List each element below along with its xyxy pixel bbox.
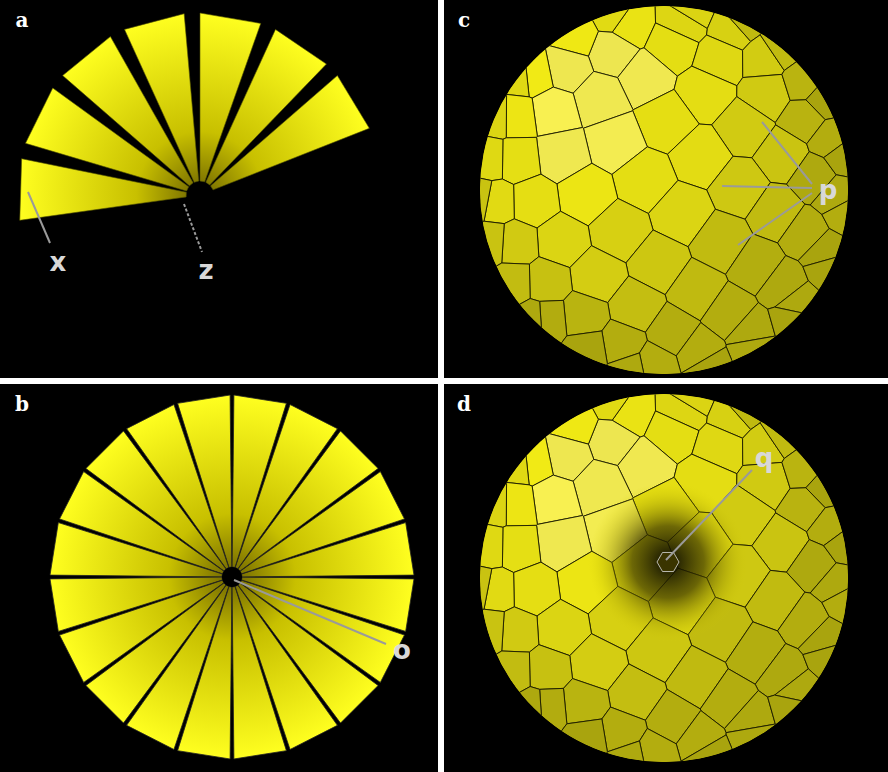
sphere-face [768,695,853,767]
disc-wedge [50,523,222,577]
leader-line [722,186,812,188]
callout-letter: p [819,177,838,203]
sphere-face [475,76,507,139]
sphere-face [726,724,805,767]
leader-line [184,204,202,252]
sphere-face [475,134,503,181]
sphere-face [806,48,853,120]
wedge-fan [20,13,370,220]
callout-letter: x [50,249,67,275]
leader-line [762,122,812,184]
sphere-face [600,741,645,767]
pit-opening [657,552,679,571]
sphere-face [600,353,645,379]
cone-wedge [211,76,370,190]
sphere-face [475,651,530,717]
disc-wedge [242,577,414,631]
leader-lines [28,122,812,644]
sphere-face [475,687,544,767]
disc-wedge [232,395,286,567]
sphere-face [806,436,853,508]
sphere-face [537,331,608,379]
sphere-face [540,688,567,754]
sphere-face [475,299,544,379]
sphere-face [760,389,853,458]
sphere-face [506,482,537,525]
sphere-face [824,524,853,566]
sphere-face [807,502,853,545]
pit-shadow [588,482,748,642]
sphere-face [502,219,539,264]
sphere-face [475,1,529,97]
disc-wedge [178,587,232,759]
sphere-face [475,263,530,329]
callout-letter: z [198,257,213,283]
panel-letter: a [16,10,29,30]
sphere-face [824,136,853,178]
panel-letter: c [458,10,470,30]
sphere-face [639,340,681,379]
sphere-face [529,645,572,690]
wedge-disc [50,395,414,759]
polyhedral-sphere [475,1,853,379]
sphere-face [475,389,529,485]
callout-letter: q [755,445,774,471]
sphere-face [718,389,782,429]
panel-letter: d [457,394,471,414]
sphere-face [681,347,740,379]
polyhedral-sphere [475,389,853,767]
cone-wedge [125,14,199,183]
sphere-face [639,728,681,767]
leader-line [234,580,386,644]
panel-letter: b [15,394,29,414]
sphere-face [475,522,503,569]
sphere-face [726,336,805,379]
sphere-face [475,464,507,527]
sphere-face [537,719,608,767]
sphere-face [475,565,492,611]
leader-line [738,193,812,245]
callout-letter: o [393,637,411,663]
sphere-face [540,300,567,366]
sphere-face [502,607,539,652]
leader-line [666,470,752,560]
divider [0,378,888,384]
sphere-face [506,94,537,137]
sphere-face [529,257,572,302]
sphere-face [718,1,782,41]
sphere-face [760,1,853,70]
sphere-face [768,307,853,379]
centre-hole [222,567,242,587]
divider [438,0,444,772]
sphere-face [807,114,853,157]
leader-line [28,192,50,243]
sphere-face [475,177,492,223]
sphere-face [681,735,740,767]
